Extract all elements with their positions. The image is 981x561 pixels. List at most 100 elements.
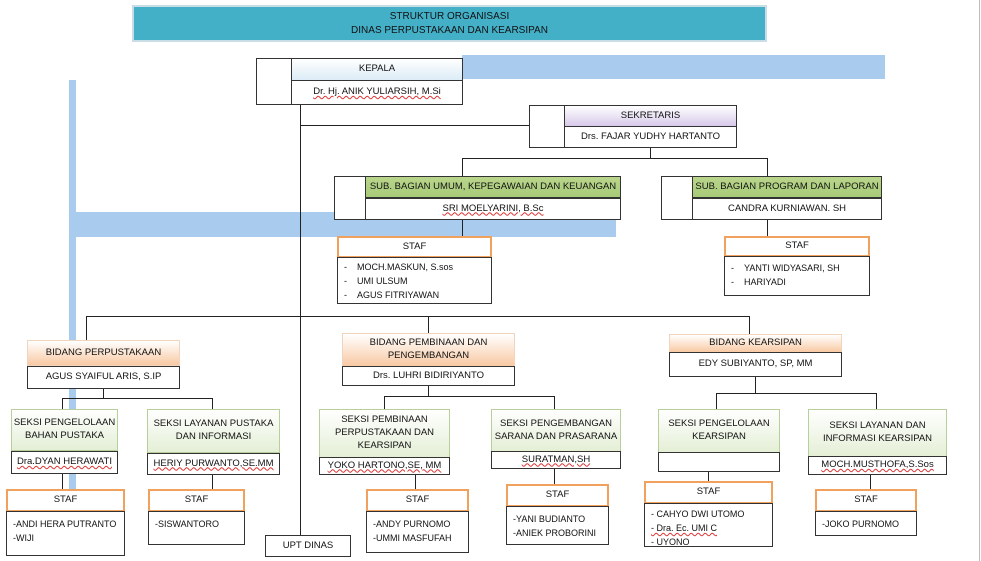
connector-bidang-pembinaan: [428, 316, 429, 333]
subbag-program-title: SUB. BAGIAN PROGRAM DAN LAPORAN: [692, 176, 882, 198]
staf-item: - HARIYADI: [731, 277, 786, 287]
seksi-pembinaan-perpustakaan-staf-header: STAF: [366, 489, 469, 512]
staf-item: -JOKO PURNOMO: [822, 519, 900, 529]
subbag-umum-staf-header: STAF: [337, 236, 492, 258]
connector-seksi-pembinaan-2: [554, 396, 555, 409]
connector-seksi-perpus-stem: [103, 389, 104, 399]
connector-staf-1: [62, 474, 63, 489]
chart-title-line1: STRUKTUR ORGANISASI: [389, 11, 510, 22]
bidang-kearsipan-name: EDY SUBIYANTO, SP, MM: [669, 352, 842, 377]
bidang-pembinaan-name: Drs. LUHRI BIDIRIYANTO: [342, 366, 515, 386]
connector-seksi-kearsipan-bar: [716, 393, 876, 394]
connector-seksi-pembinaan-stem: [428, 385, 429, 397]
bidang-perpustakaan-name: AGUS SYAIFUL ARIS, S.IP: [27, 366, 180, 389]
connector-subbag-program: [767, 158, 768, 176]
staf-item: -WIJI: [13, 533, 34, 543]
subbag-program-staf-header: STAF: [724, 236, 870, 257]
bidang-pembinaan-title: BIDANG PEMBINAAN DAN PENGEMBANGAN: [342, 333, 515, 367]
seksi-pengembangan-sarana-name: SURATMAN,SH: [491, 451, 621, 469]
staf-item: - YANTI WIDYASARI, SH: [731, 263, 840, 273]
connector-to-sekretaris: [300, 125, 529, 126]
seksi-pengelolaan-kearsipan-title: SEKSI PENGELOLAAN KEARSIPAN: [658, 409, 780, 453]
seksi-pengembangan-sarana-staf-header: STAF: [506, 484, 609, 507]
connector-seksi-perpus-bar: [62, 398, 212, 399]
subbag-program-square: [661, 176, 693, 220]
sekretaris-title: SEKRETARIS: [564, 105, 737, 127]
connector-sekretaris-down: [650, 148, 651, 159]
connector-bidang-bar: [86, 316, 749, 317]
staf-item: - Dra. Ec. UMI C: [651, 523, 718, 533]
seksi-pengelolaan-bahan-pustaka-staf-list: -ANDI HERA PUTRANTO -WIJI: [6, 511, 125, 556]
seksi-pengelolaan-kearsipan-staf-header: STAF: [644, 481, 773, 504]
connector-bidang-perpustakaan: [86, 316, 87, 340]
seksi-layanan-pustaka-staf-list: -SISWANTORO: [148, 511, 245, 545]
seksi-pengelolaan-kearsipan-staf-list: - CAHYO DWI UTOMO - Dra. Ec. UMI C - UYO…: [644, 503, 773, 547]
chart-title-line2: DINAS PERPUSTAKAAN DAN KEARSIPAN: [351, 24, 548, 36]
page-edge-line: [979, 0, 980, 561]
staf-item: - UYONO: [651, 537, 690, 547]
chart-title: STRUKTUR ORGANISASI DINAS PERPUSTAKAAN D…: [132, 5, 767, 42]
seksi-pembinaan-perpustakaan-staf-list: -ANDY PURNOMO -UMMI MASFUFAH: [366, 511, 469, 553]
subbag-umum-name-text: SRI MOELYARINI, B.Sc: [442, 202, 544, 214]
seksi-pengelolaan-bahan-pustaka-name: Dra.DYAN HERAWATI: [11, 451, 118, 474]
kepala-name: Dr. Hj. ANIK YULIARSIH, M.Si: [291, 80, 463, 105]
seksi-pengelolaan-bahan-pustaka-title: SEKSI PENGELOLAAN BAHAN PUSTAKA: [11, 409, 118, 451]
kepala-name-text: Dr. Hj. ANIK YULIARSIH, M.Si: [313, 86, 441, 98]
connector-subbag-umum: [462, 158, 463, 176]
connector-seksi-pembinaan-1: [384, 396, 385, 409]
staf-item: -SISWANTORO: [155, 519, 220, 529]
connector-staf-2: [212, 474, 213, 489]
staf-item: -ANIEK PROBORINI: [513, 528, 597, 538]
connector-staf-4: [554, 468, 555, 484]
connector-staf-program: [767, 220, 768, 236]
subbag-umum-title: SUB. BAGIAN UMUM, KEPEGAWAIAN DAN KEUANG…: [365, 176, 621, 198]
seksi-pengelolaan-kearsipan-name: [658, 452, 780, 472]
staf-item: - MOCH.MASKUN, S.sos: [344, 262, 454, 272]
connector-seksi-kearsipan-stem: [755, 377, 756, 394]
connector-staf-umum: [462, 220, 463, 236]
seksi-layanan-kearsipan-title: SEKSI LAYANAN DAN INFORMASI KEARSIPAN: [808, 409, 947, 457]
staf-item: - AGUS FITRIYAWAN: [344, 290, 440, 300]
seksi-layanan-kearsipan-name: MOCH.MUSTHOFA,S.Sos: [808, 456, 947, 475]
seksi-layanan-kearsipan-staf-list: -JOKO PURNOMO: [815, 511, 917, 536]
bidang-kearsipan-title: BIDANG KEARSIPAN: [669, 334, 842, 353]
sekretaris-name: Drs. FAJAR YUDHY HARTANTO: [564, 126, 737, 148]
seksi-pengembangan-sarana-staf-list: -YANI BUDIANTO -ANIEK PROBORINI: [506, 506, 609, 545]
upt-dinas-box: UPT DINAS: [265, 535, 351, 557]
subbag-program-name: CANDRA KURNIAWAN. SH: [692, 198, 882, 220]
subbag-umum-square: [334, 176, 366, 220]
connector-main-spine: [300, 104, 301, 537]
kepala-title: KEPALA: [291, 58, 463, 81]
seksi-pembinaan-perpustakaan-name: YOKO HARTONO,SE, MM: [319, 457, 450, 475]
connector-staf-6: [870, 474, 871, 489]
staf-item: -YANI BUDIANTO: [513, 514, 586, 524]
subbag-program-staf-list: - YANTI WIDYASARI, SH - HARIYADI: [724, 256, 870, 296]
connector-staf-3: [415, 474, 416, 489]
staf-item: -UMMI MASFUFAH: [373, 533, 452, 543]
connector-bidang-kearsipan: [749, 316, 750, 334]
kepala-square: [256, 58, 292, 105]
connector-seksi-perpus-1: [62, 398, 63, 410]
decor-band-top: [462, 55, 885, 79]
staf-item: -ANDY PURNOMO: [373, 519, 451, 529]
seksi-pengembangan-sarana-title: SEKSI PENGEMBANGAN SARANA DAN PRASARANA: [491, 409, 621, 452]
staf-item: - CAHYO DWI UTOMO: [651, 509, 745, 519]
subbag-umum-staf-list: - MOCH.MASKUN, S.sos - UMI ULSUM - AGUS …: [337, 257, 492, 304]
subbag-umum-name: SRI MOELYARINI, B.Sc: [365, 198, 621, 220]
connector-seksi-pembinaan-bar: [384, 396, 554, 397]
sekretaris-square: [529, 105, 565, 148]
seksi-layanan-kearsipan-staf-header: STAF: [815, 489, 917, 512]
seksi-pembinaan-perpustakaan-title: SEKSI PEMBINAAN PERPUSTAKAAN DAN KEARSIP…: [319, 409, 450, 458]
connector-seksi-kearsipan-1: [716, 393, 717, 409]
seksi-layanan-pustaka-name: HERIY PURWANTO,SE.MM: [147, 453, 280, 475]
staf-item: - UMI ULSUM: [344, 276, 408, 286]
connector-seksi-perpus-2: [212, 398, 213, 410]
bidang-perpustakaan-title: BIDANG PERPUSTAKAAN: [27, 340, 180, 366]
connector-staf-5: [708, 472, 709, 482]
decor-band-left-vertical: [69, 80, 76, 540]
staf-item: -ANDI HERA PUTRANTO: [13, 519, 117, 529]
seksi-layanan-pustaka-staf-header: STAF: [148, 489, 245, 512]
connector-subbag-bar: [462, 158, 767, 159]
seksi-pengelolaan-bahan-pustaka-staf-header: STAF: [6, 489, 125, 512]
connector-seksi-kearsipan-2: [876, 393, 877, 409]
